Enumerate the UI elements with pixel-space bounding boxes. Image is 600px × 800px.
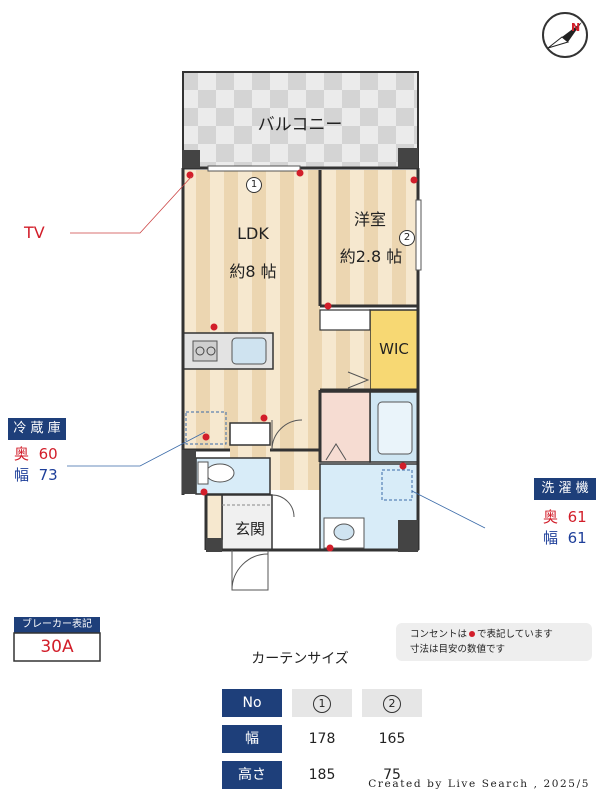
breaker-value: 30A xyxy=(40,637,74,657)
entrance-label: 玄関 xyxy=(234,520,265,538)
fridge-width-label: 幅 xyxy=(14,466,30,484)
notes-line1-suffix: で表記しています xyxy=(477,629,553,640)
credit-text: Created by Live Search , 2025/5 xyxy=(368,778,590,790)
balcony-label: バルコニー xyxy=(257,115,343,135)
wic-label: WIC xyxy=(379,340,409,358)
table-row: No 1 2 xyxy=(222,689,422,717)
notes-line2: 寸法は目安の数値です xyxy=(410,644,506,655)
balcony-area xyxy=(182,71,419,169)
notes-line1-prefix: コンセントは xyxy=(410,629,468,640)
western-room-label: 洋室 xyxy=(353,210,386,229)
curtain-width-2: 165 xyxy=(378,731,406,747)
compass-north-label: N xyxy=(571,21,581,34)
curtain-width-label: 幅 xyxy=(222,725,282,753)
fridge-title: 冷 蔵 庫 xyxy=(8,418,66,440)
washer-measure: 奥 61 幅 61 xyxy=(543,507,587,549)
outlet-dot-icon xyxy=(469,631,476,637)
curtain-header-no: No xyxy=(222,689,282,717)
fridge-space xyxy=(185,411,227,445)
curtain-title: カーテンサイズ xyxy=(251,651,349,667)
curtain-col-2: 2 xyxy=(362,689,422,717)
curtain-width-1: 178 xyxy=(308,731,336,747)
washer-width-label: 幅 xyxy=(543,529,559,547)
curtain-table: No 1 2 幅 178 165 高さ 185 75 xyxy=(212,681,432,797)
curtain-col-1-mark: 1 xyxy=(313,695,331,713)
washer-width-value: 61 xyxy=(567,529,587,547)
western-room-size: 約2.8 帖 xyxy=(339,247,403,266)
ldk-label: LDK xyxy=(237,224,269,243)
window-marker-2: 2 xyxy=(399,230,415,246)
curtain-height-1: 185 xyxy=(308,767,336,783)
fridge-measure: 奥 60 幅 73 xyxy=(14,444,58,486)
curtain-height-2: 75 xyxy=(383,767,401,783)
curtain-height-label: 高さ xyxy=(222,761,282,789)
breaker-title: ブレーカー表記 xyxy=(22,619,92,630)
compass-icon xyxy=(542,12,588,58)
ldk-size: 約8 帖 xyxy=(229,262,277,281)
notes-box: コンセントはで表記しています 寸法は目安の数値です xyxy=(410,627,553,657)
window-marker-1: 1 xyxy=(246,177,262,193)
fridge-width-value: 73 xyxy=(38,466,58,484)
curtain-col-2-mark: 2 xyxy=(383,695,401,713)
fridge-depth-label: 奥 xyxy=(14,445,30,463)
curtain-col-1: 1 xyxy=(292,689,352,717)
washer-depth-label: 奥 xyxy=(543,508,559,526)
tv-label: TV xyxy=(24,223,45,242)
washer-title: 洗 濯 機 xyxy=(534,478,596,500)
washer-depth-value: 61 xyxy=(567,508,587,526)
table-row: 幅 178 165 xyxy=(222,725,422,753)
fridge-depth-value: 60 xyxy=(38,445,58,463)
table-row: 高さ 185 75 xyxy=(222,761,422,789)
